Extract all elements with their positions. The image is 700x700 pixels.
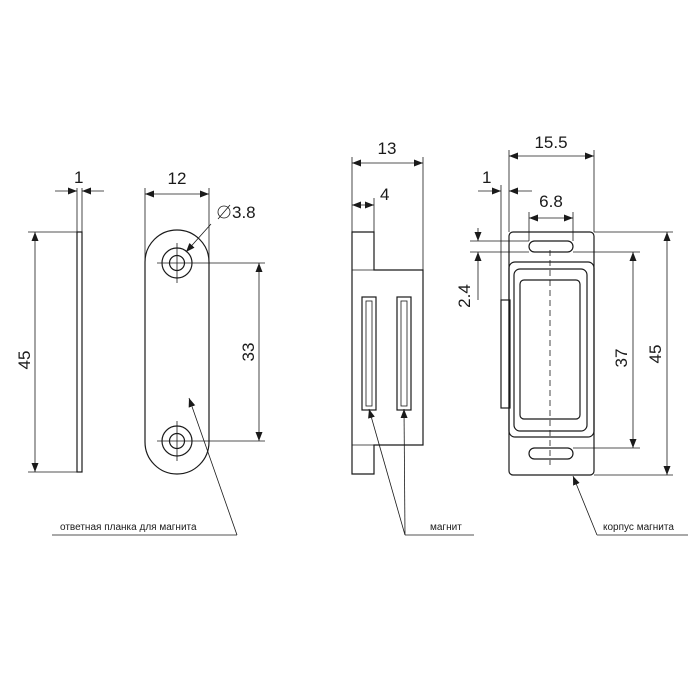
strike-plate-front-view: 12 3.8 33 ответная планка для магнита [52,169,265,536]
magnet-side-section-view: 13 4 магнит [351,139,474,536]
body-height-dim: 45 [646,345,665,364]
hole-diameter-dim: 3.8 [232,203,256,222]
strike-width-dim: 12 [168,169,187,188]
slot-height-dim: 2.4 [455,284,474,308]
body-width-dim: 15.5 [534,133,567,152]
side-flange-dim: 4 [380,185,389,204]
strike-thickness-dim: 1 [74,168,83,187]
slot-width-dim: 6.8 [539,192,563,211]
magnet-label: магнит [430,522,462,533]
body-inner-height-dim: 37 [612,349,631,368]
body-wall-dim: 1 [482,168,491,187]
diameter-symbol-icon [217,204,231,220]
magnet-body-label: корпус магнита [603,522,674,533]
strike-plate-side-view: 1 45 [15,168,104,473]
strike-plate-label: ответная планка для магнита [60,522,197,533]
strike-height-dim: 45 [15,351,34,370]
magnet-body-front-view: 15.5 1 6.8 2.4 37 45 корпус магнита [455,133,688,536]
hole-spacing-dim: 33 [239,343,258,362]
side-depth-dim: 13 [378,139,397,158]
